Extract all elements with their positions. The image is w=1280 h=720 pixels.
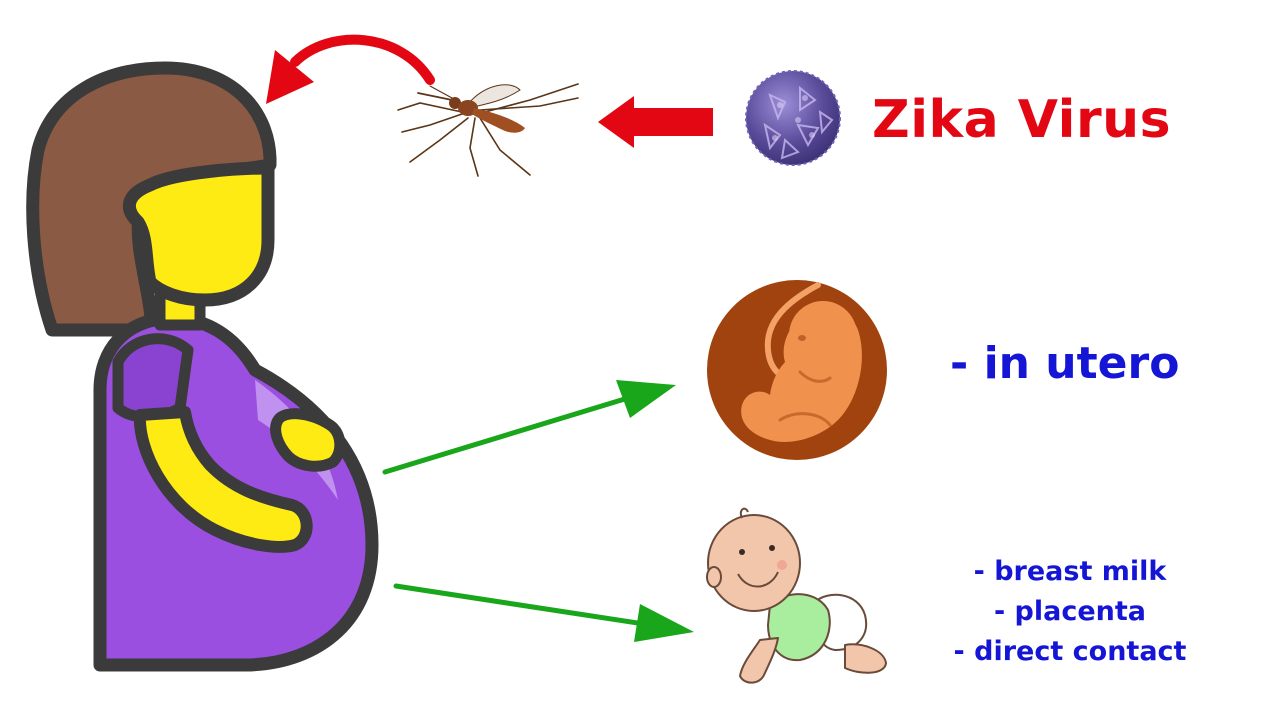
mosquito-icon — [397, 83, 579, 177]
transmission-modes-list: - breast milk - placenta - direct contac… — [920, 552, 1220, 672]
virus-particle-icon — [745, 70, 841, 166]
face-shape — [123, 161, 275, 307]
fetus-in-womb-icon — [707, 280, 887, 460]
pregnant-woman-icon — [26, 61, 379, 672]
sleeve-shape — [112, 333, 194, 423]
transmission-mode-direct-contact: - direct contact — [953, 636, 1187, 667]
zika-virus-label: Zika Virus — [872, 90, 1172, 150]
arrow-mosquito-to-woman-head — [266, 50, 314, 104]
arrow-virus-to-mosquito — [598, 96, 713, 148]
arm-shape — [133, 406, 313, 553]
transmission-mode-breast-milk: - breast milk — [973, 556, 1167, 587]
arrow-woman-to-baby — [393, 583, 694, 642]
hand-shape — [270, 408, 346, 472]
transmission-mode-placenta: - placenta — [993, 596, 1147, 627]
in-utero-label: - in utero — [950, 338, 1180, 389]
arrow-mosquito-to-woman — [290, 34, 435, 85]
arrow-woman-to-fetus — [382, 380, 676, 475]
crawling-baby-icon — [706, 507, 887, 684]
